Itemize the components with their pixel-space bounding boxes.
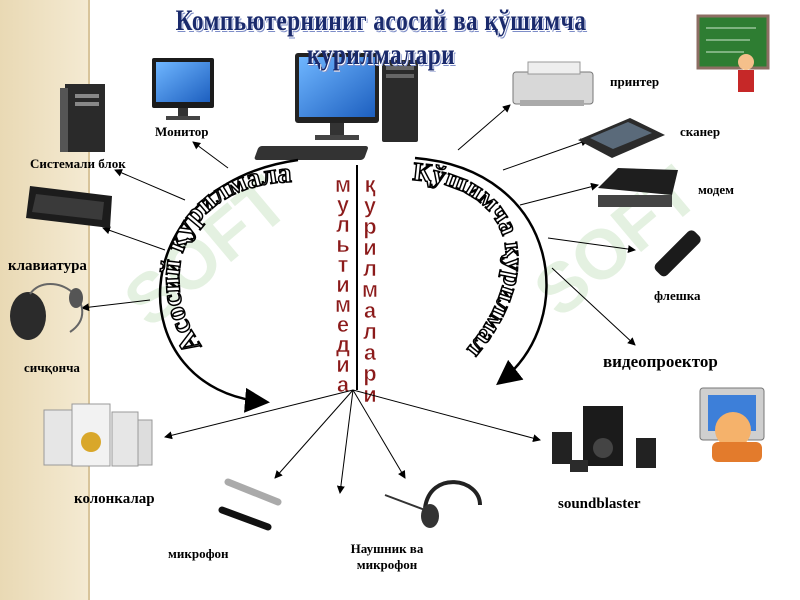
- vertDevices-letter: у: [364, 193, 377, 218]
- label-keyboard: клавиатура: [8, 258, 87, 274]
- left-strip-edge: [88, 0, 90, 600]
- vertMulti-letter: м: [335, 292, 351, 317]
- monitor-icon: [152, 58, 214, 120]
- vertMulti-letter: м: [335, 172, 351, 197]
- vertMulti-letter: т: [338, 252, 349, 277]
- label-system-unit: Системали блок: [30, 156, 126, 171]
- printer-icon: [512, 61, 594, 106]
- label-projector: видеопроектор: [603, 352, 718, 371]
- computer-icon: [254, 53, 418, 160]
- vertMulti-letter: д: [336, 332, 350, 357]
- keyboard-icon: [26, 186, 112, 228]
- label-monitor: Монитор: [155, 124, 209, 139]
- page-title: Компьютерниниг асосий ва қўшимча қурилма…: [175, 4, 587, 71]
- vertMulti-letter: л: [336, 212, 350, 237]
- vertDevices-letter: м: [362, 277, 378, 302]
- microphone-icon: [218, 478, 282, 531]
- label-flash: флешка: [654, 288, 701, 303]
- soundblaster-icon: [552, 406, 656, 472]
- vertMulti-letter: а: [337, 372, 350, 397]
- label-headset-line1: Наушник ва: [350, 541, 424, 556]
- label-speakers: колонкалар: [74, 491, 155, 507]
- main-arc-arrow: [158, 158, 299, 413]
- teacher-board-icon: [696, 14, 770, 92]
- vertMulti-letter: и: [336, 352, 350, 377]
- label-modem: модем: [698, 182, 735, 197]
- extra-arc-arrow: [414, 156, 548, 386]
- vertDevices-letter: р: [363, 214, 376, 239]
- vertDevices-letter: л: [363, 256, 377, 281]
- label-scanner: сканер: [680, 124, 721, 139]
- label-headset-line2: микрофон: [356, 557, 418, 572]
- speakers-icon: [43, 403, 153, 467]
- modem-icon: [598, 168, 678, 207]
- label-headset: Наушник ва микрофон: [335, 541, 439, 573]
- vertDevices-letter: а: [364, 298, 377, 323]
- label-microphone: микрофон: [168, 546, 229, 561]
- label-soundblaster: soundblaster: [558, 496, 641, 512]
- flash-drive-icon: [654, 230, 701, 277]
- system-unit-icon: [60, 84, 105, 152]
- vertMulti-letter: и: [336, 272, 350, 297]
- vertDevices-letter: л: [363, 319, 377, 344]
- projector-icon: [699, 387, 765, 462]
- vertMulti-letter: у: [337, 192, 350, 217]
- devices-vertical-label: қурилмалари: [362, 172, 379, 408]
- vertDevices-letter: а: [364, 340, 377, 365]
- label-printer: принтер: [610, 74, 660, 89]
- headset-icon: [384, 480, 482, 528]
- vertDevices-letter: и: [363, 235, 377, 260]
- vertMulti-letter: ь: [336, 232, 350, 257]
- vertDevices-letter: р: [363, 361, 376, 386]
- vertMulti-letter: е: [337, 312, 349, 337]
- label-mouse: сичқонча: [24, 360, 80, 375]
- mouse-icon: [10, 283, 84, 340]
- connector-arrows: [81, 104, 636, 494]
- scanner-icon: [578, 118, 665, 158]
- vertDevices-letter: қ: [364, 172, 376, 197]
